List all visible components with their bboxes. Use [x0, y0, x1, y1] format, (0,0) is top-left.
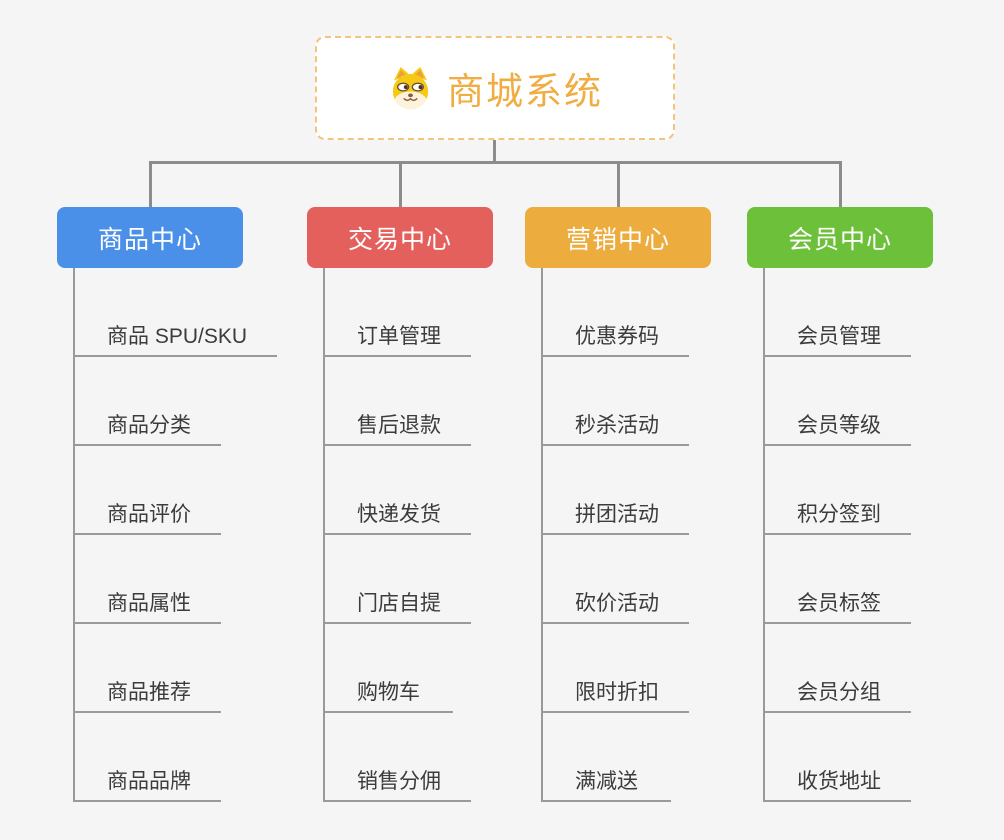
dog-face-icon — [387, 65, 434, 112]
child-topic[interactable]: 门店自提 — [323, 535, 471, 624]
connector-branch-drop — [398, 161, 402, 207]
child-topic[interactable]: 商品属性 — [73, 535, 221, 624]
child-topic[interactable]: 砍价活动 — [541, 535, 689, 624]
branch-header[interactable]: 交易中心 — [307, 207, 493, 268]
child-topic[interactable]: 拼团活动 — [541, 446, 689, 535]
branch-4: 会员中心 会员管理会员等级积分签到会员标签会员分组收货地址 — [747, 161, 933, 802]
child-topic[interactable]: 会员标签 — [763, 535, 911, 624]
branch-children: 会员管理会员等级积分签到会员标签会员分组收货地址 — [763, 268, 911, 802]
branch-children: 订单管理售后退款快递发货门店自提购物车销售分佣 — [323, 268, 471, 802]
child-topic[interactable]: 销售分佣 — [323, 713, 471, 802]
branch-label: 会员中心 — [787, 225, 892, 254]
branch-3: 营销中心 优惠券码秒杀活动拼团活动砍价活动限时折扣满减送 — [525, 161, 711, 802]
child-topic[interactable]: 会员管理 — [763, 268, 911, 357]
child-topic[interactable]: 商品推荐 — [73, 624, 221, 713]
branch-header[interactable]: 营销中心 — [525, 207, 711, 268]
child-topic[interactable]: 积分签到 — [763, 446, 911, 535]
child-topic[interactable]: 秒杀活动 — [541, 357, 689, 446]
branch-label: 营销中心 — [565, 225, 670, 254]
child-topic[interactable]: 商品品牌 — [73, 713, 221, 802]
root-node[interactable]: 商城系统 — [315, 36, 675, 140]
connector-branch-drop — [838, 161, 842, 207]
child-topic[interactable]: 收货地址 — [763, 713, 911, 802]
root-title: 商城系统 — [447, 71, 603, 112]
branch-header[interactable]: 会员中心 — [747, 207, 933, 268]
branch-label: 交易中心 — [347, 225, 452, 254]
child-topic[interactable]: 限时折扣 — [541, 624, 689, 713]
child-topic[interactable]: 订单管理 — [323, 268, 471, 357]
connector-branch-drop — [616, 161, 620, 207]
child-topic[interactable]: 商品分类 — [73, 357, 221, 446]
child-topic[interactable]: 会员分组 — [763, 624, 911, 713]
child-topic[interactable]: 会员等级 — [763, 357, 911, 446]
branch-header[interactable]: 商品中心 — [57, 207, 243, 268]
branch-2: 交易中心 订单管理售后退款快递发货门店自提购物车销售分佣 — [307, 161, 493, 802]
connector-horizontal-bar — [149, 161, 841, 164]
child-topic[interactable]: 售后退款 — [323, 357, 471, 446]
child-topic[interactable]: 快递发货 — [323, 446, 471, 535]
child-topic[interactable]: 优惠券码 — [541, 268, 689, 357]
connector-root-stem — [493, 140, 496, 162]
child-topic[interactable]: 满减送 — [541, 713, 671, 802]
child-topic[interactable]: 商品评价 — [73, 446, 221, 535]
child-topic[interactable]: 购物车 — [323, 624, 453, 713]
connector-branch-drop — [148, 161, 152, 207]
child-topic[interactable]: 商品 SPU/SKU — [73, 268, 278, 357]
branch-children: 优惠券码秒杀活动拼团活动砍价活动限时折扣满减送 — [541, 268, 689, 802]
branch-label: 商品中心 — [97, 225, 202, 254]
